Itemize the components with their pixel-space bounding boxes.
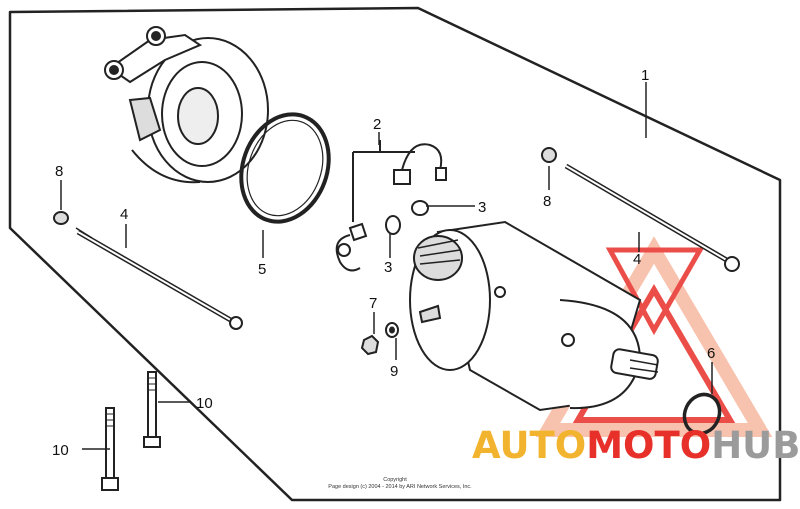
- nut-right: [541, 147, 557, 163]
- label-4a: 4: [120, 206, 128, 223]
- part-number-labels: 1 2 3 3 4 4 5 6 7 8 8 9 10 10: [52, 67, 715, 459]
- brush-small: [385, 200, 429, 235]
- o-ring-small: [682, 392, 722, 436]
- copyright-notice: Page design (c) 2004 - 2014 by ARI Netwo…: [328, 484, 472, 490]
- label-10b: 10: [52, 442, 69, 459]
- watermark-text: AUTOMOTOHUB: [472, 424, 800, 467]
- label-8a: 8: [55, 163, 63, 180]
- watermark-word-moto: MOTO: [586, 424, 711, 467]
- diagram-frame: [8, 6, 782, 502]
- o-ring-large: [239, 112, 331, 224]
- mounting-bolt-a: [143, 371, 161, 448]
- brush-set: [335, 140, 447, 272]
- nut-left: [53, 211, 69, 225]
- copyright-title: Copyright: [383, 477, 407, 483]
- label-9: 9: [390, 363, 398, 380]
- label-6: 6: [707, 345, 715, 362]
- label-3b: 3: [384, 259, 392, 276]
- mounting-bolt-b: [101, 407, 119, 491]
- nut-7: [360, 334, 380, 356]
- starter-motor-body: [409, 220, 659, 412]
- starter-housing-cover: [104, 26, 269, 184]
- label-2: 2: [373, 116, 381, 133]
- washer-9: [385, 322, 399, 338]
- label-4b: 4: [633, 251, 641, 268]
- leader-lines: [60, 82, 713, 450]
- watermark-word-auto: AUTO: [472, 424, 586, 467]
- label-1: 1: [641, 67, 649, 84]
- through-bolt-left: [75, 227, 243, 330]
- label-5: 5: [258, 261, 266, 278]
- watermark-word-hub: HUB: [711, 424, 800, 467]
- label-7: 7: [369, 295, 377, 312]
- label-3a: 3: [478, 199, 486, 216]
- label-10a: 10: [196, 395, 213, 412]
- through-bolt-right: [564, 163, 740, 272]
- label-8b: 8: [543, 193, 551, 210]
